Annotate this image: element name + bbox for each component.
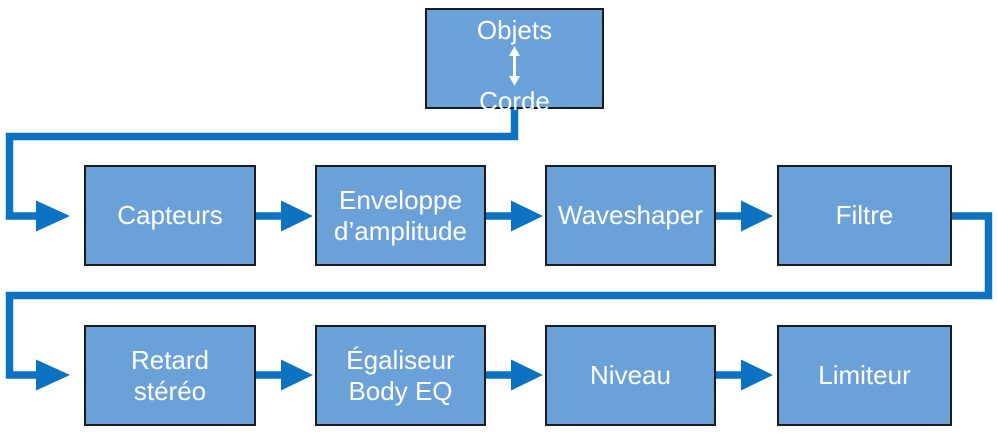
arrowhead-icon xyxy=(281,200,313,232)
flow-arrow xyxy=(486,200,543,232)
arrowhead-icon xyxy=(281,359,313,391)
connector-row1-to-row2 xyxy=(5,212,993,391)
flow-arrow xyxy=(256,200,313,232)
node-label: Filtre xyxy=(835,200,894,231)
source-bottom-label: Corde xyxy=(479,85,550,116)
node-enveloppe-amplitude: Enveloppe d’amplitude xyxy=(315,165,486,266)
node-label: Enveloppe d’amplitude xyxy=(334,184,467,246)
arrowhead-icon xyxy=(741,200,773,232)
source-top-label: Objets xyxy=(476,15,553,45)
node-waveshaper: Waveshaper xyxy=(545,165,716,266)
connector-source-to-row1 xyxy=(5,108,519,232)
node-limiteur: Limiteur xyxy=(777,325,952,426)
node-label: Limiteur xyxy=(818,360,911,391)
bidirectional-arrow-icon xyxy=(509,45,520,86)
node-capteurs: Capteurs xyxy=(84,165,256,266)
node-niveau: Niveau xyxy=(545,325,716,426)
node-label: Waveshaper xyxy=(558,200,703,231)
node-label: Retard stéréo xyxy=(130,344,210,406)
flow-arrow xyxy=(256,359,313,391)
node-label: Égaliseur Body EQ xyxy=(346,344,455,406)
arrowhead-icon xyxy=(511,359,543,391)
flow-arrow xyxy=(716,359,773,391)
node-filtre: Filtre xyxy=(777,165,952,266)
node-label: Niveau xyxy=(590,360,671,391)
arrowhead-icon xyxy=(36,200,70,232)
node-retard-stereo: Retard stéréo xyxy=(84,325,256,426)
node-egaliseur-body-eq: Égaliseur Body EQ xyxy=(315,325,486,426)
node-label: Capteurs xyxy=(117,200,223,231)
arrowhead-icon xyxy=(741,359,773,391)
arrowhead-icon xyxy=(36,359,70,391)
arrowhead-icon xyxy=(511,200,543,232)
flow-arrow xyxy=(486,359,543,391)
flow-arrow xyxy=(716,200,773,232)
node-objets-corde: Objets Corde xyxy=(425,8,604,116)
